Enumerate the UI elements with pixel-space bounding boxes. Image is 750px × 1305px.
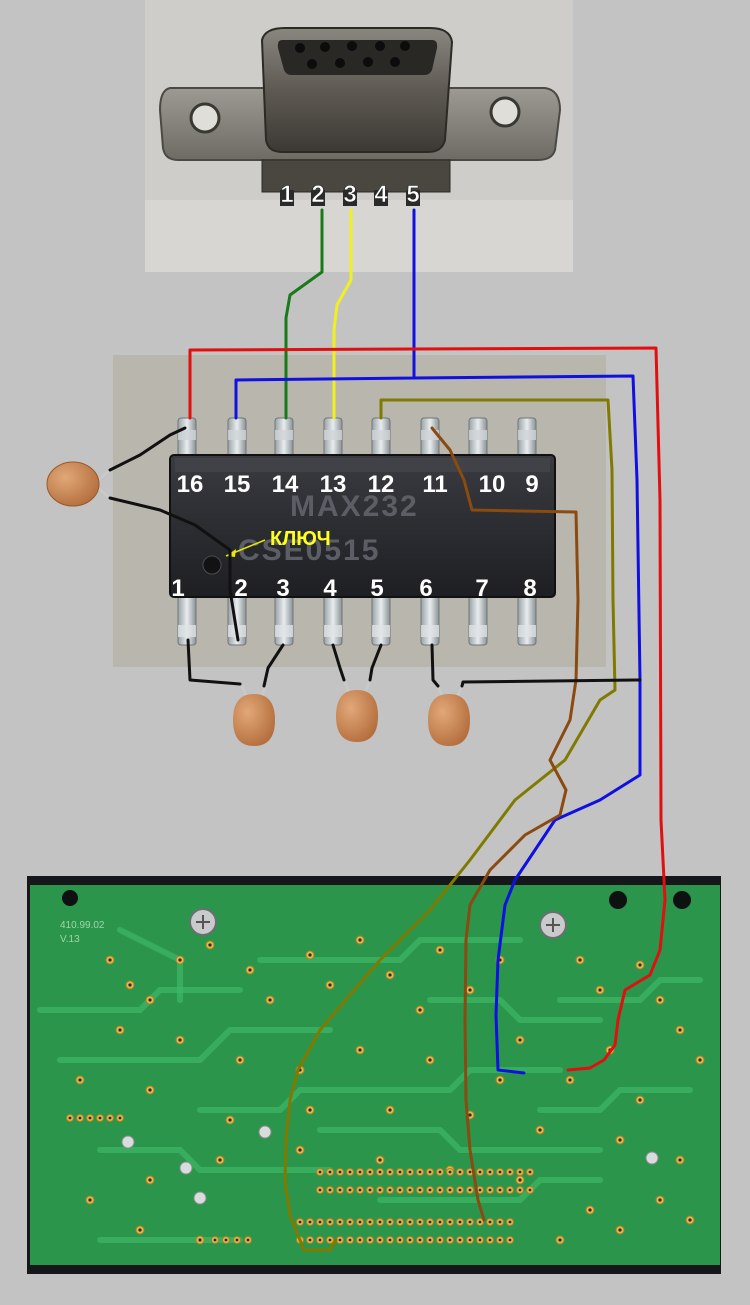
wire-brown-pin11-to-pcb: [430, 426, 580, 1222]
db9-pin-label-3: 3: [343, 181, 356, 208]
capacitor-c4: [428, 685, 470, 746]
pcb-trace: [257, 937, 523, 963]
capacitor-c3: [336, 679, 378, 742]
chip-bottom-pin-label-1: 1: [171, 575, 184, 602]
db9-solder-cups: [280, 190, 420, 206]
db9-body: [261, 159, 451, 193]
bottom-lead: [177, 594, 197, 646]
pcb-large-pad: [258, 1125, 272, 1139]
pcb-trace: [317, 1127, 603, 1153]
chip-top-pin-label-11: 11: [422, 471, 447, 498]
bottom-lead: [517, 594, 537, 646]
pcb-pads: [66, 935, 705, 1245]
pcb-trace: [57, 1027, 333, 1063]
wire-black-c1-neg-to-pin2: [108, 496, 240, 642]
db9-pin-label-2: 2: [311, 181, 324, 208]
pcb-silk-line1: 410.99.02: [60, 920, 105, 931]
wire-blue-db9pin5-to-pin15-and-pcb: [234, 208, 642, 1075]
chip-top-pin-label-9: 9: [525, 471, 538, 498]
max232-body: [169, 454, 556, 598]
bottom-lead: [420, 594, 440, 646]
mount-hole-left: [189, 102, 221, 134]
db9-socket-holes: [295, 41, 410, 69]
pcb-trace: [97, 1147, 333, 1173]
pcb-large-pad: [193, 1191, 207, 1205]
bottom-lead: [323, 594, 343, 646]
wire-black-pin1-to-c2: [186, 638, 242, 686]
wire-green-db9pin2-to-pin14: [284, 208, 324, 420]
chip-bottom-pin-label-7: 7: [475, 575, 488, 602]
pcb-trace: [557, 977, 703, 1003]
wire-red-pin16-to-pcb: [188, 346, 667, 1072]
pcb-traces: [37, 927, 703, 1243]
capacitor-c1: [46, 461, 111, 507]
db9-pin-label-4: 4: [374, 181, 388, 208]
mount-hole-right: [489, 96, 521, 128]
chip-top-pin-label-14: 14: [272, 471, 299, 498]
wire-black-c1-pos-to-pin16: [108, 426, 187, 472]
chip-bottom-pin-label-3: 3: [276, 575, 289, 602]
wire-black-c4-to-ground: [460, 678, 642, 688]
capacitors: [46, 461, 470, 746]
db9-pin-label-1: 1: [280, 181, 293, 208]
pcb-board: [30, 885, 720, 1265]
wire-black-pin5-to-c3: [368, 643, 383, 682]
key-label: КЛЮЧ: [270, 528, 331, 550]
pcb-photo: 410.99.02 V.13: [27, 876, 721, 1274]
chip-bottom-pin-label-6: 6: [419, 575, 432, 602]
chip-top-pin-label-12: 12: [368, 471, 395, 498]
bottom-lead: [468, 594, 488, 646]
wire-olive-pin12-to-pcb: [283, 398, 617, 1252]
pcb-large-pad: [121, 1135, 135, 1149]
wire-black-pin6-to-c4: [430, 643, 440, 688]
pcb-trace: [537, 1087, 693, 1113]
chip-marking-line1: MAX232: [290, 490, 419, 523]
pcb-screws: [189, 908, 567, 939]
bottom-lead: [274, 594, 294, 646]
chip-bottom-pin-label-4: 4: [323, 575, 337, 602]
pcb-large-pad: [645, 1151, 659, 1165]
pcb-trace: [197, 1067, 563, 1113]
chip-bottom-pin-label-2: 2: [234, 575, 247, 602]
chip-top-pin-label-13: 13: [320, 471, 347, 498]
chip-top-pin-label-10: 10: [479, 471, 506, 498]
pcb-silk-line2: V.13: [60, 934, 80, 945]
pin1-key-dot: [202, 555, 222, 575]
chip-bottom-pin-label-5: 5: [370, 575, 383, 602]
pcb-large-pad: [179, 1161, 193, 1175]
chip-bottom-pin-label-8: 8: [523, 575, 536, 602]
capacitor-c2: [233, 685, 275, 746]
wire-yellow-db9pin3-to-pin13: [332, 208, 353, 420]
chip-top-pin-label-15: 15: [224, 471, 251, 498]
wires: [108, 208, 667, 1252]
wire-black-pin4-to-c3: [331, 643, 346, 682]
wire-black-pin3-to-c2: [262, 643, 285, 688]
db9-pin-label-5: 5: [406, 181, 419, 208]
bottom-lead: [371, 594, 391, 646]
chip-marking-line2: CSE0515: [238, 534, 380, 567]
chip-top-pin-label-16: 16: [177, 471, 204, 498]
